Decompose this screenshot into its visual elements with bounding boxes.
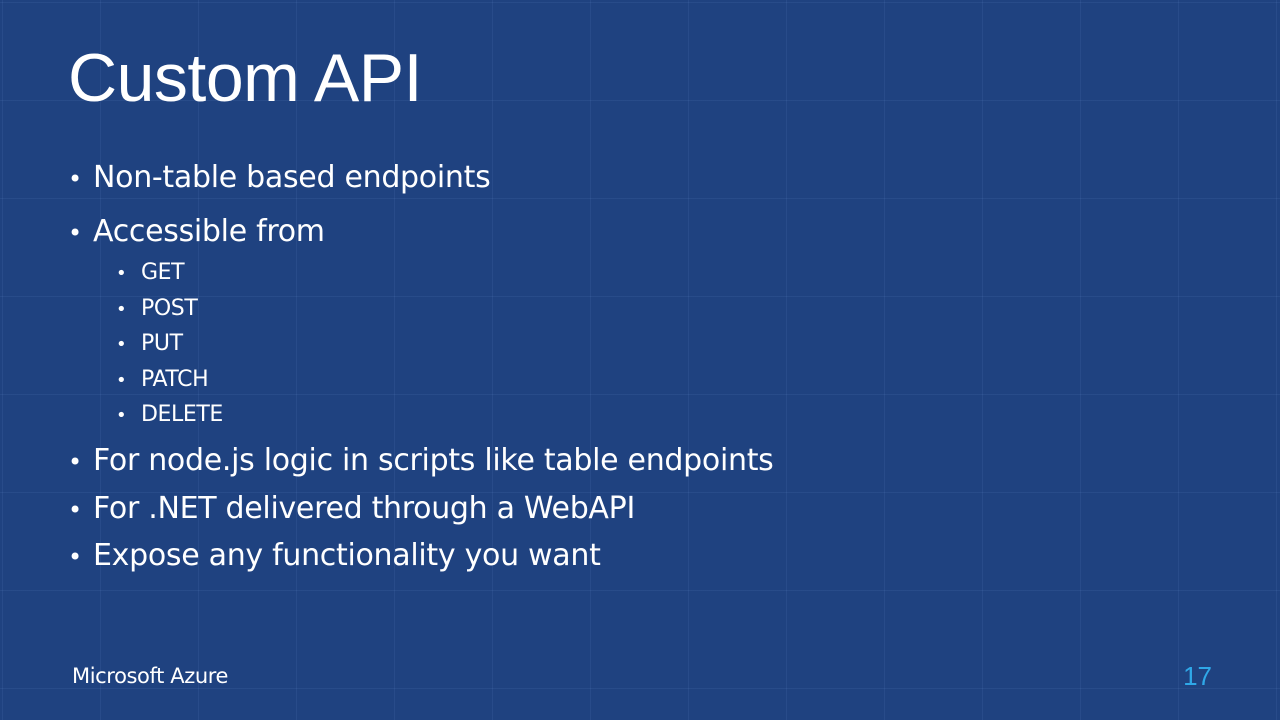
sub-bullet-delete: • DELETE (116, 401, 223, 430)
sub-bullet-icon: • (116, 299, 127, 320)
bullet-item-accessible: • Accessible from (68, 214, 325, 251)
sub-bullet-icon: • (116, 334, 127, 355)
bullet-item-expose: • Expose any functionality you want (68, 538, 601, 575)
sub-bullet-icon: • (116, 370, 127, 391)
bullet-text: Expose any functionality you want (93, 538, 601, 573)
bullet-icon: • (68, 543, 82, 571)
sub-bullet-get: • GET (116, 259, 185, 288)
bullet-item-nodejs: • For node.js logic in scripts like table… (68, 443, 774, 480)
bullet-icon: • (68, 448, 82, 476)
bullet-text: Non-table based endpoints (93, 160, 491, 195)
sub-bullet-text: PUT (141, 331, 183, 356)
sub-bullet-text: POST (141, 296, 198, 321)
bullet-icon: • (68, 165, 82, 193)
bullet-text: Accessible from (93, 214, 325, 249)
bullet-text: For node.js logic in scripts like table … (93, 443, 774, 478)
sub-bullet-post: • POST (116, 295, 198, 324)
sub-bullet-put: • PUT (116, 330, 183, 359)
footer-brand: Microsoft Azure (72, 664, 229, 688)
sub-bullet-text: DELETE (141, 402, 223, 427)
sub-bullet-text: GET (141, 260, 185, 285)
slide-title: Custom API (68, 40, 423, 116)
page-number: 17 (1183, 661, 1212, 691)
sub-bullet-icon: • (116, 405, 127, 426)
sub-bullet-icon: • (116, 263, 127, 284)
bullet-list: • Non-table based endpoints • Accessible f… (68, 0, 1168, 620)
bullet-icon: • (68, 496, 82, 524)
bullet-icon: • (68, 219, 82, 247)
sub-bullet-patch: • PATCH (116, 366, 209, 395)
sub-bullet-text: PATCH (141, 367, 209, 392)
bullet-item-dotnet: • For .NET delivered through a WebAPI (68, 491, 635, 528)
bullet-item-non-table: • Non-table based endpoints (68, 160, 491, 197)
bullet-text: For .NET delivered through a WebAPI (93, 491, 635, 526)
